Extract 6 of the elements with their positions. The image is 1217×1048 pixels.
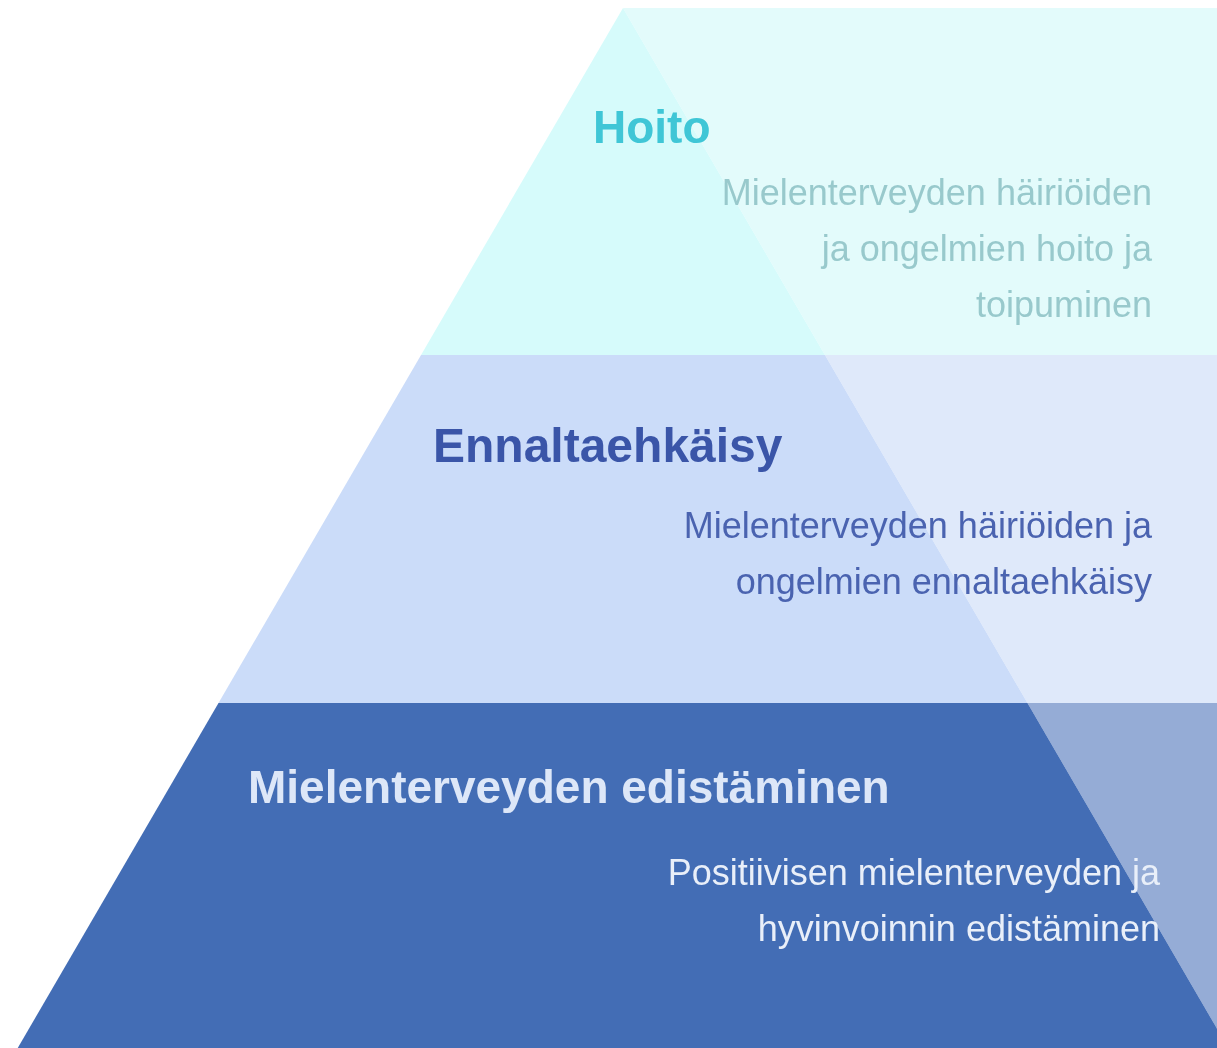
tier-description: Positiivisen mielenterveyden ja hyvinvoinnin edistäminen	[666, 851, 1160, 951]
tier-heading: Ennaltaehkäisy	[433, 418, 783, 473]
tier-description: Mielenterveyden häiriöiden ja ongelmien hoito ja toipuminen	[720, 171, 1152, 327]
tier-heading: Mielenterveyden edistäminen	[248, 760, 890, 814]
tier-description: Mielenterveyden häiriöiden ja ongelmien ennaltaehkäisy	[682, 504, 1152, 604]
tier-heading: Hoito	[593, 100, 711, 154]
